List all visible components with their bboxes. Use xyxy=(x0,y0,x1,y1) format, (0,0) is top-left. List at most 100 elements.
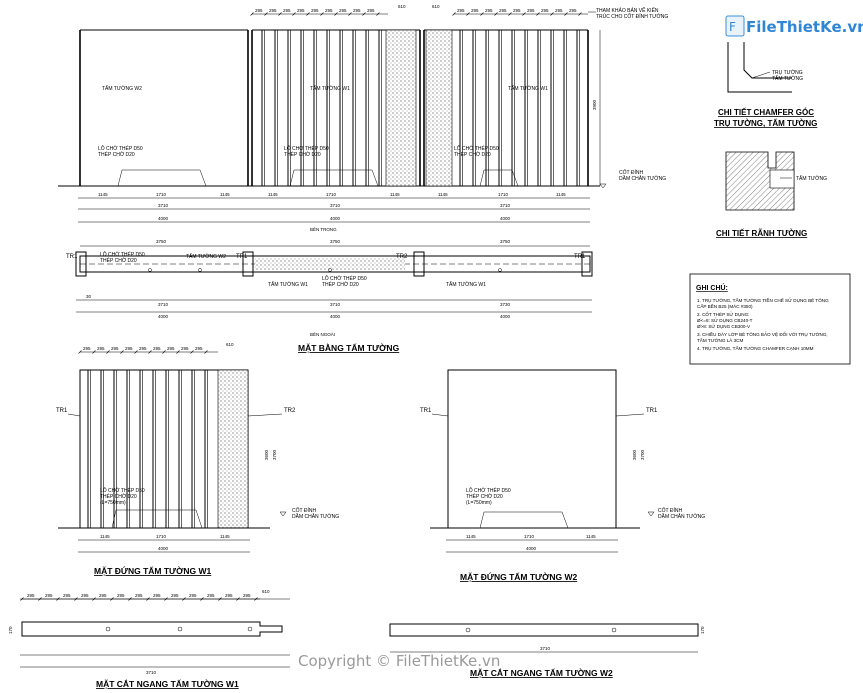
label-cot-dinh-top: CỐT ĐỈNH xyxy=(619,169,643,176)
site-logo: F FileThietKe.vn xyxy=(725,15,863,37)
dim-295-mid-tick xyxy=(334,12,338,16)
note-line-2: CẤP BỀN B25 (MÁC #350) xyxy=(697,303,753,309)
w1-dim-3600: 3600 xyxy=(264,449,269,460)
dim-295-w1-tick xyxy=(120,350,124,354)
dim-295-right-tick xyxy=(508,12,512,16)
w2-tr1-left: TR1 xyxy=(420,408,432,414)
w2-dim-4000: 4000 xyxy=(526,546,537,551)
dim-295-sec-value: 295 xyxy=(171,593,179,598)
watermark-text: Copyright © FileThietKe.vn xyxy=(298,652,500,670)
title-mat-dung-w2: MẶT ĐỨNG TẤM TƯỜNG W2 xyxy=(460,571,577,582)
dim-295-sec-tick xyxy=(20,597,24,601)
title-mat-dung-w1: MẶT ĐỨNG TẤM TƯỜNG W1 xyxy=(94,565,211,576)
dim-295-right-value: 295 xyxy=(513,8,521,13)
dim-295-w1-value: 295 xyxy=(83,346,91,351)
dim-4000-c: 4000 xyxy=(500,216,511,221)
plan-label-w1-a: TẤM TƯỜNG W1 xyxy=(268,281,308,288)
note-line-4: Ø<=8: SỬ DỤNG CB240-T xyxy=(697,317,753,323)
chamfer-tam-tuong: TẤM TƯỜNG xyxy=(772,75,803,82)
dim-295-right-tick xyxy=(480,12,484,16)
label-thep-cho-3: THÉP CHỜ D20 xyxy=(454,151,491,158)
dim-295-w1-tick xyxy=(162,350,166,354)
label-ben-ngoai: BÊN NGOÀI xyxy=(310,330,335,337)
opening-marks xyxy=(117,169,519,187)
dim-295-w1-value: 295 xyxy=(139,346,147,351)
dim-295-sec-value: 295 xyxy=(99,593,107,598)
dim-295-mid-value: 295 xyxy=(255,8,263,13)
w1-tr1: TR1 xyxy=(56,408,68,414)
dim-1710-c: 1710 xyxy=(498,192,509,197)
dim-295-sec-value: 295 xyxy=(153,593,161,598)
dim-3710-c: 3710 xyxy=(500,203,511,208)
label-tam-tuong-w2: TẤM TƯỜNG W2 xyxy=(102,85,142,92)
dim-295-right-value: 295 xyxy=(471,8,479,13)
dim-295-sec-tick xyxy=(146,597,150,601)
plan-view: BÊN TRONG 3750 3750 3750 TR1 TR1 TR2 TR1… xyxy=(66,225,593,353)
detail-ranh: TẤM TƯỜNG CHI TIẾT RÃNH TƯỜNG xyxy=(716,151,827,238)
dim-295-right-tick xyxy=(564,12,568,16)
svg-text:F: F xyxy=(729,20,736,34)
note-line-5: Ø>8: SỬ DỤNG CB300-V xyxy=(697,323,751,329)
note-line-1: 1. TRỤ TƯỜNG, TẤM TƯỜNG TIỀN CHẾ SỬ DỤNG… xyxy=(697,296,829,303)
dim-1145-c: 1145 xyxy=(268,192,278,197)
plan-dim-3730: 3730 xyxy=(500,302,511,307)
w1-thep-cho: THÉP CHỜ D20 xyxy=(100,493,137,500)
label-thep-cho-2: THÉP CHỜ D20 xyxy=(284,151,321,158)
label-tam-tuong-w1-mid: TẤM TƯỜNG W1 xyxy=(310,85,350,92)
w2-tr1-right: TR1 xyxy=(646,408,658,414)
dim-1145-e: 1145 xyxy=(438,192,448,197)
file-icon xyxy=(725,15,745,37)
top-note-line-1: THAM KHẢO BẢN VẼ KIẾN xyxy=(596,7,659,14)
note-line-3: 2. CỐT THÉP SỬ DỤNG: xyxy=(697,311,749,317)
plan-label-w1-b: TẤM TƯỜNG W1 xyxy=(446,281,486,288)
label-lo-cho-2: LỖ CHỜ THÉP D50 xyxy=(284,145,329,152)
dim-295-right-tick xyxy=(494,12,498,16)
w2-lo-cho: LỖ CHỜ THÉP D50 xyxy=(466,487,511,494)
dim-295-sec-value: 295 xyxy=(135,593,143,598)
dim-295-right-tick xyxy=(578,12,582,16)
dim-295-mid-tick xyxy=(292,12,296,16)
w1-dim-1145-a: 1145 xyxy=(100,534,110,539)
sec-w2-dim-170: 170 xyxy=(700,626,705,634)
dim-295-sec-tick xyxy=(110,597,114,601)
dim-295-mid-value: 295 xyxy=(353,8,361,13)
plan-dim-3710-a: 3710 xyxy=(158,302,169,307)
dim-3750-c: 3750 xyxy=(500,239,511,244)
dim-295-w1-tick xyxy=(106,350,110,354)
top-note-line-2: TRÚC CHO CỐT ĐỈNH TƯỜNG xyxy=(596,13,668,20)
w1-dim-4000: 4000 xyxy=(158,546,169,551)
dim-1710-a: 1710 xyxy=(156,192,167,197)
dim-295-sec-tick xyxy=(218,597,222,601)
dim-295-sec-value: 295 xyxy=(189,593,197,598)
label-ben-trong: BÊN TRONG xyxy=(310,225,337,232)
dim-295-right-value: 295 xyxy=(527,8,535,13)
dim-295-right-value: 295 xyxy=(485,8,493,13)
w1-dim-610: 610 xyxy=(226,342,234,347)
dim-295-right-value: 295 xyxy=(499,8,507,13)
dim-610-top-mid: 610 xyxy=(398,4,406,9)
w2-spacing: (L=750mm) xyxy=(466,500,492,506)
plan-dim-3710-b: 3710 xyxy=(330,302,341,307)
dim-295-mid-value: 295 xyxy=(311,8,319,13)
dim-295-mid-tick xyxy=(264,12,268,16)
w2-cot-dinh: CỐT ĐỈNH xyxy=(658,507,682,514)
dim-295-right-value: 295 xyxy=(555,8,563,13)
elevation-w2: TR1 TR1 3600 3700 LỖ CHỜ THÉP D50 THÉP C… xyxy=(420,369,705,582)
w2-dim-1145-b: 1145 xyxy=(586,534,596,539)
detail-chamfer: TRỤ TƯỜNG TẤM TƯỜNG CHI TIẾT CHAMFER GÓC… xyxy=(714,42,817,128)
w2-thep-cho: THÉP CHỜ D20 xyxy=(466,493,503,500)
title-chamfer-1: CHI TIẾT CHAMFER GÓC xyxy=(718,107,814,117)
plan-thep-cho: THÉP CHỜ D20 xyxy=(100,257,137,264)
dim-295-sec-tick xyxy=(254,597,258,601)
dim-295-w1-tick xyxy=(92,350,96,354)
dim-295-w1-tick xyxy=(78,350,82,354)
note-line-6: 3. CHIỀU DÀY LỚP BÊ TÔNG BẢO VỆ ĐỐI VỚI … xyxy=(697,330,828,337)
plan-label-w2: TẤM TƯỜNG W2 xyxy=(186,253,226,260)
dim-3900-top: 3900 xyxy=(592,99,597,110)
dim-295-sec-value: 295 xyxy=(27,593,35,598)
ranh-tam-tuong: TẤM TƯỜNG xyxy=(796,175,827,182)
plan-tr1-a: TR1 xyxy=(66,254,78,260)
